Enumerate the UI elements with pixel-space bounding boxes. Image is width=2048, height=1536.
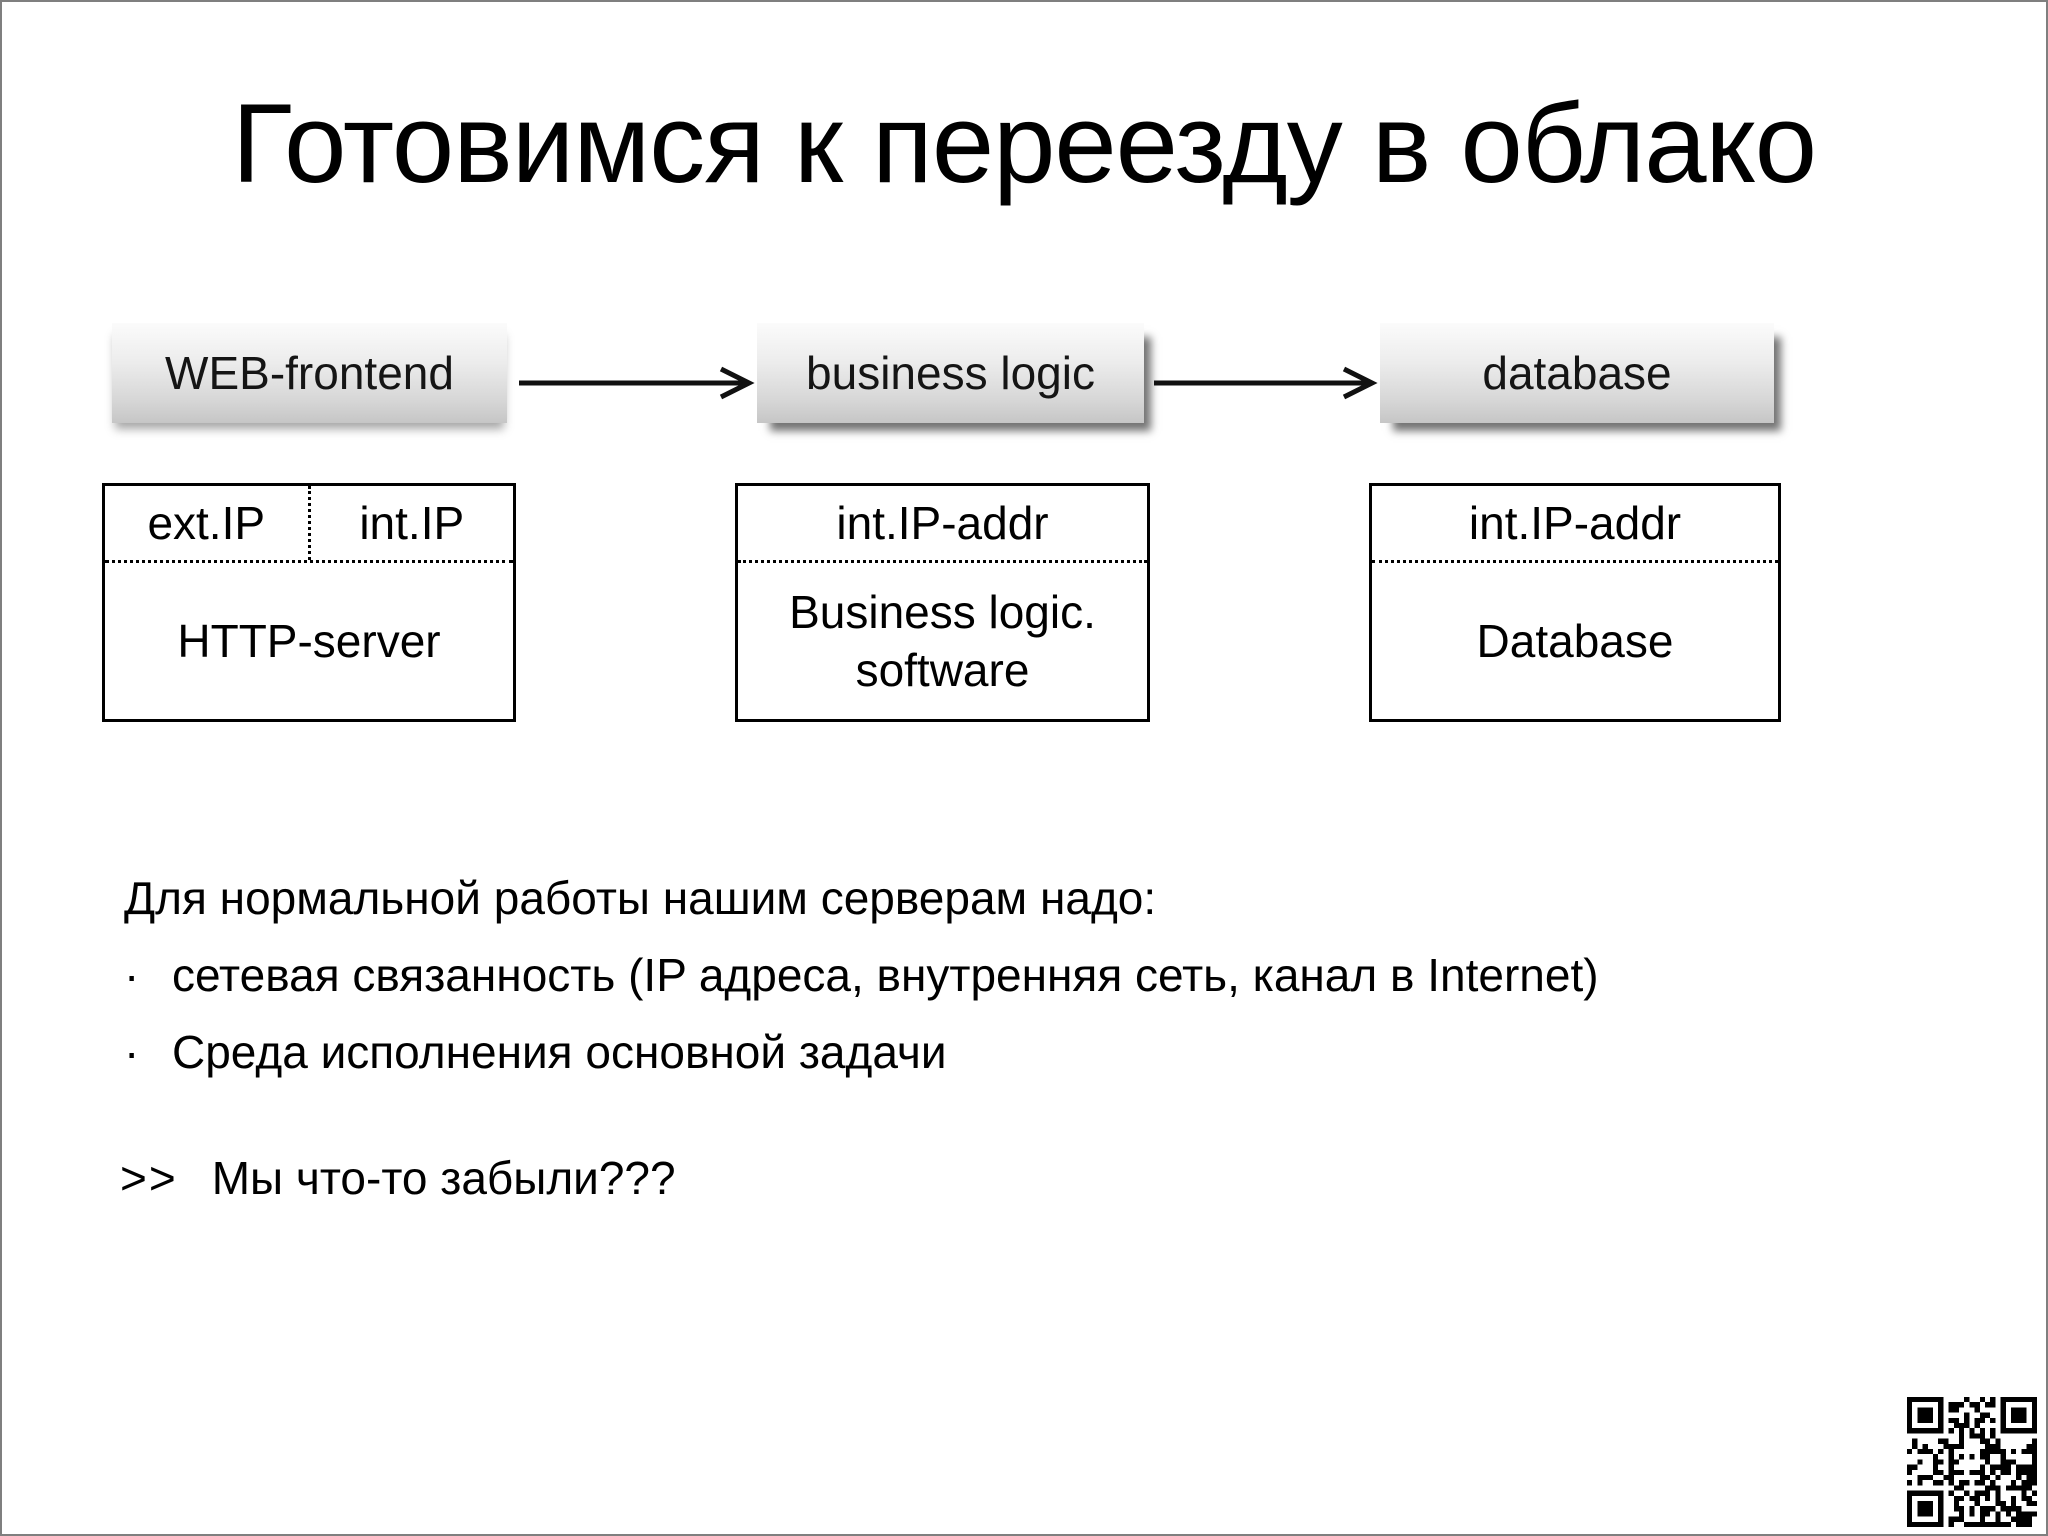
cell-int-ip: int.IP: [307, 486, 514, 560]
notes-intro-line: Для нормальной работы нашим серверам над…: [124, 860, 1599, 937]
question-prefix: >>: [120, 1152, 178, 1204]
slide-title: Готовимся к переезду в облако: [231, 81, 1817, 206]
cell-ext-ip: ext.IP: [147, 497, 266, 549]
cell-business-logic-software: Business logic. software: [738, 563, 1147, 719]
body-line-1: Business logic.: [789, 586, 1096, 638]
qr-code-image: [1907, 1397, 2037, 1527]
notes-intro-text: Для нормальной работы нашим серверам над…: [124, 872, 1157, 924]
detail-box-web-frontend: ext.IP int.IP HTTP-server: [102, 483, 516, 722]
bullet-text: Среда исполнения основной задачи: [172, 1026, 947, 1078]
detail-box-body: HTTP-server: [105, 563, 513, 719]
cell-int-ip-addr: int.IP-addr: [1468, 497, 1682, 549]
flow-node-business-logic: business logic: [757, 323, 1144, 423]
cell-int-ip-addr: int.IP-addr: [836, 497, 1049, 549]
question-line: >> Мы что-то забыли???: [120, 1140, 676, 1217]
cell-database: Database: [1372, 563, 1778, 719]
detail-box-header: ext.IP int.IP: [105, 486, 513, 563]
detail-box-header: int.IP-addr: [738, 486, 1147, 563]
flow-node-label: business logic: [806, 347, 1095, 399]
bullet-item: · Среда исполнения основной задачи: [124, 1014, 1599, 1091]
question-text: Мы что-то забыли???: [211, 1152, 676, 1204]
cell-http-server: HTTP-server: [177, 615, 441, 667]
body-line-1: Database: [1476, 615, 1674, 667]
bullet-dot: ·: [124, 1026, 140, 1078]
bullet-dot: ·: [124, 949, 140, 1001]
qr-code: [1900, 1392, 2044, 1532]
flow-node-database: database: [1380, 323, 1774, 423]
flow-node-label: database: [1482, 347, 1672, 399]
arrow-logic-to-db-icon: [1154, 366, 1378, 400]
detail-box-database: int.IP-addr Database: [1369, 483, 1781, 722]
body-line-2: software: [855, 644, 1030, 696]
notes-block: Для нормальной работы нашим серверам над…: [124, 860, 1599, 1091]
detail-box-header: int.IP-addr: [1372, 486, 1778, 563]
detail-box-business-logic: int.IP-addr Business logic. software: [735, 483, 1150, 722]
flow-node-web-frontend: WEB-frontend: [112, 323, 507, 423]
bullet-text: сетевая связанность (IP адреса, внутренн…: [172, 949, 1599, 1001]
flow-node-label: WEB-frontend: [165, 347, 454, 399]
bullet-item: · сетевая связанность (IP адреса, внутре…: [124, 937, 1599, 1014]
arrow-web-to-logic-icon: [519, 366, 755, 400]
